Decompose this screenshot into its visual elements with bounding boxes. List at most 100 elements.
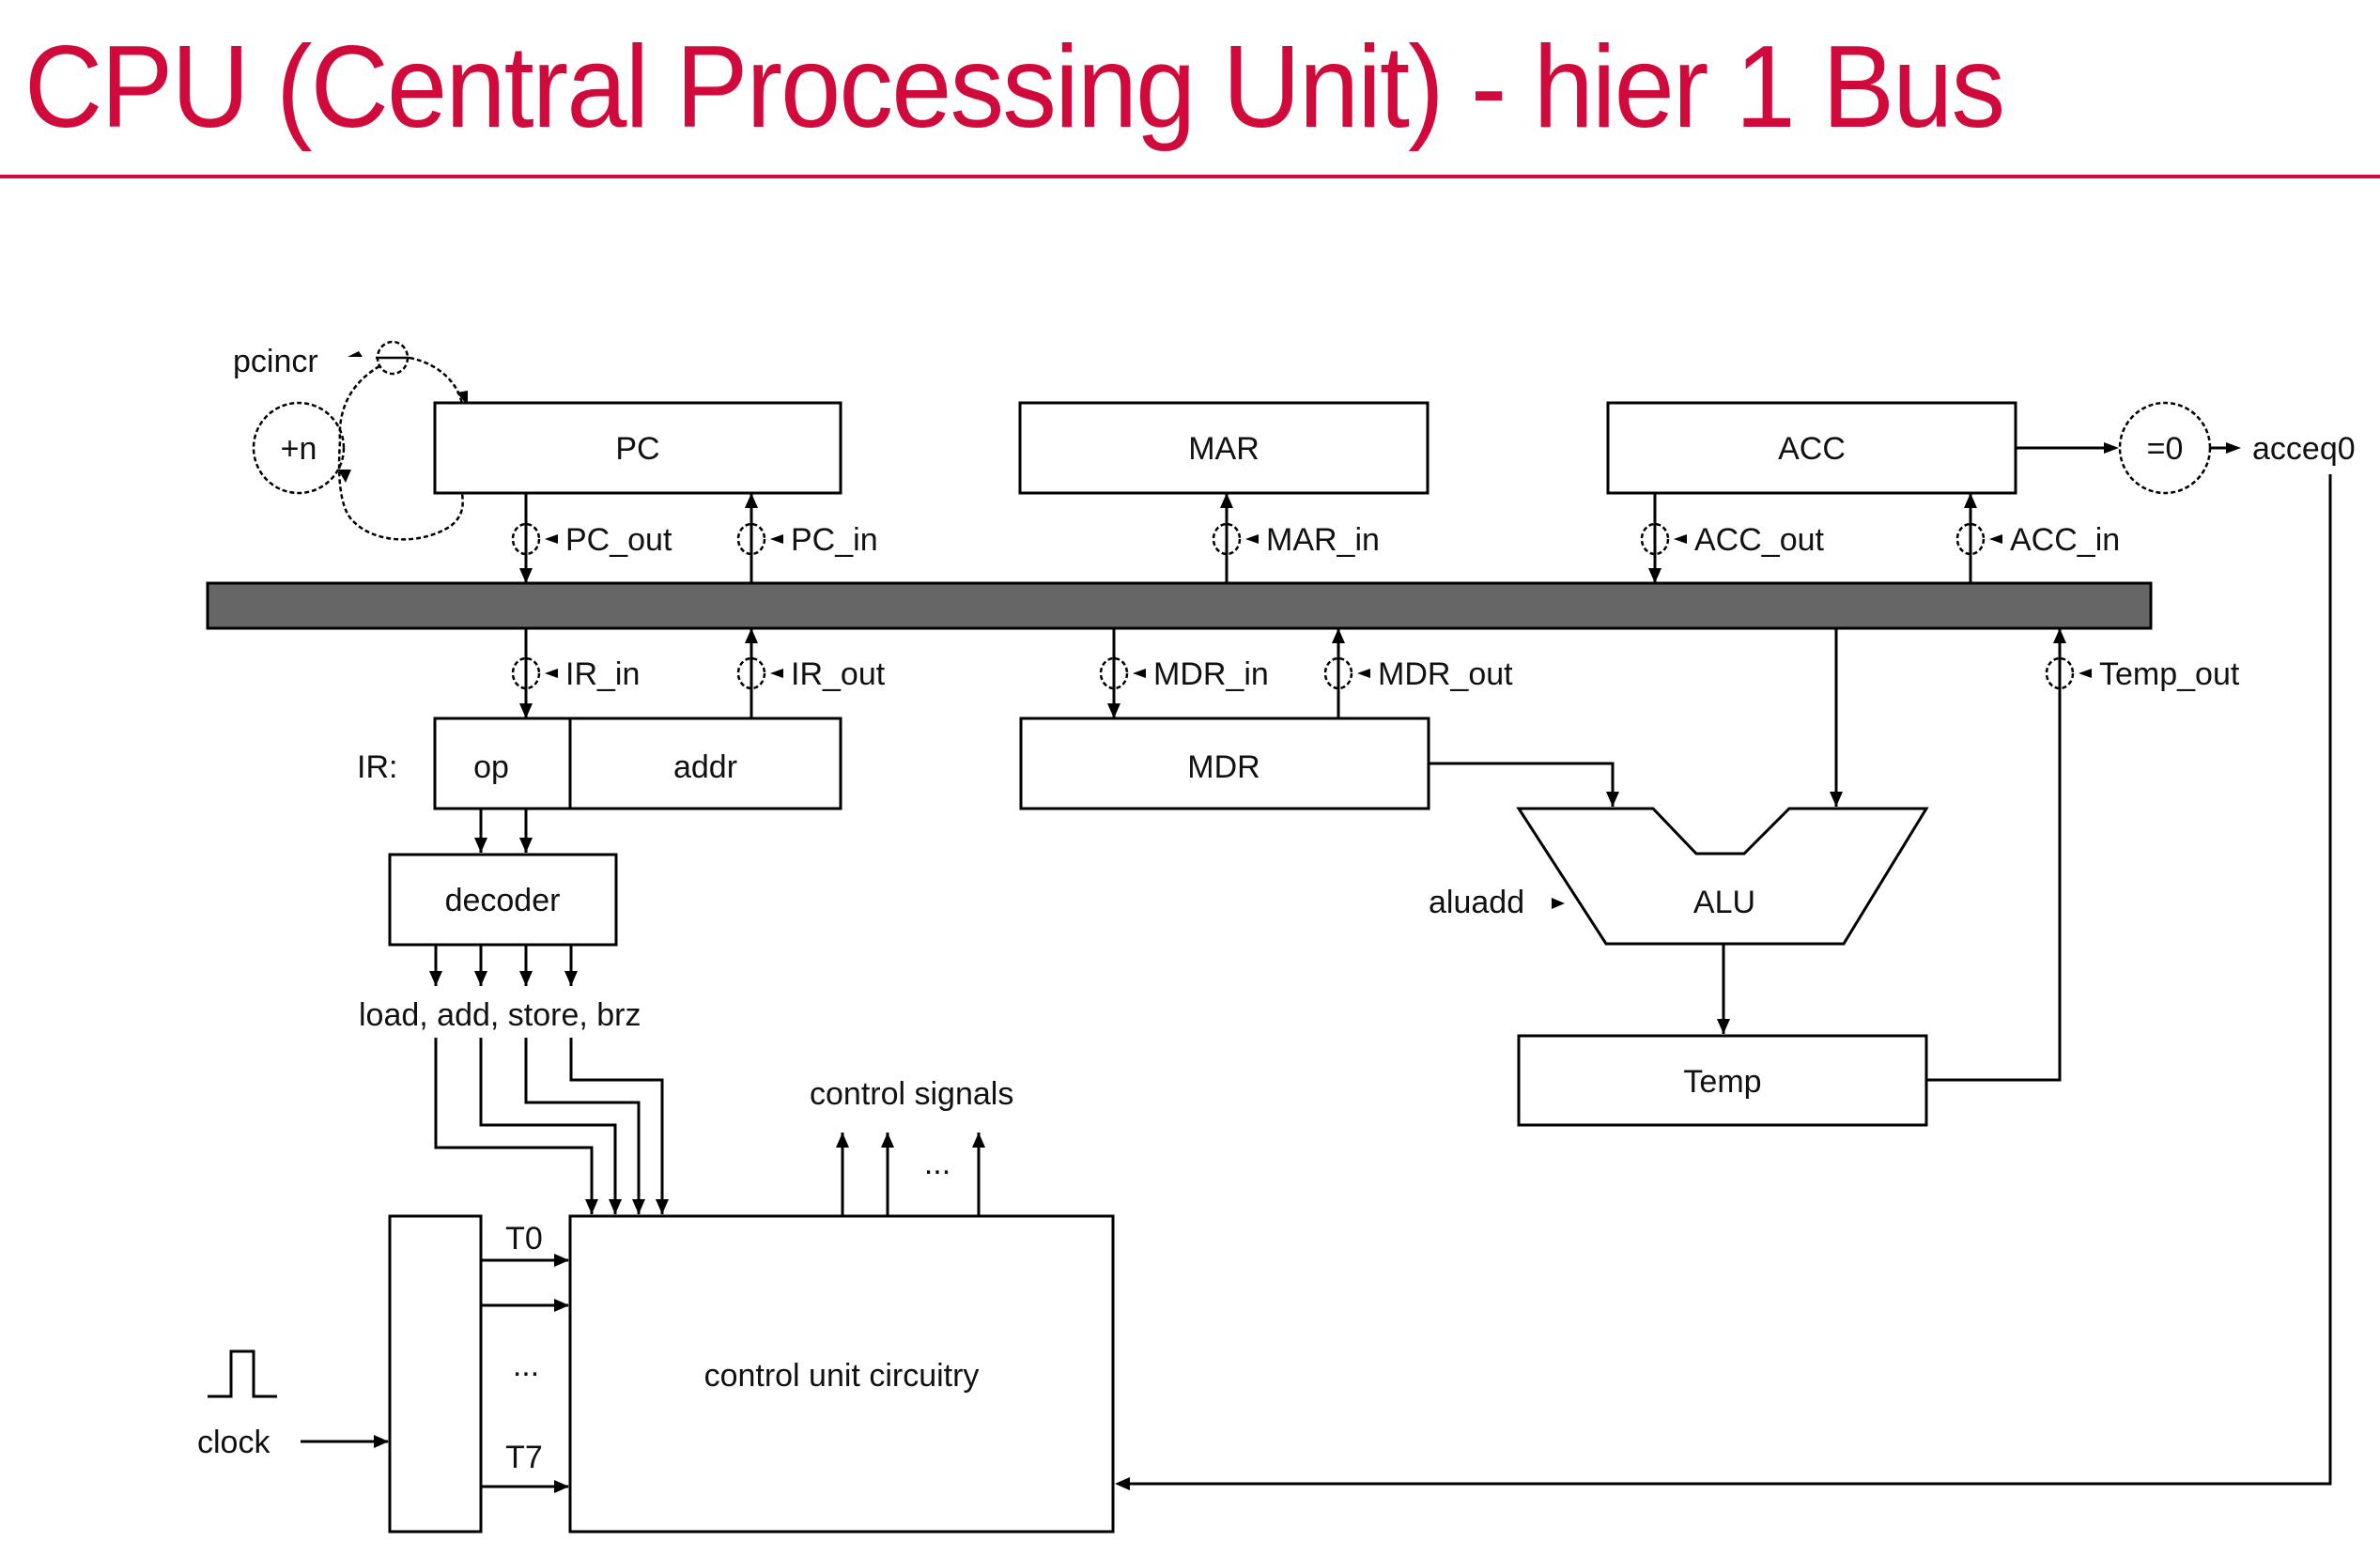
gate-label-mdr-in: MDR_in <box>1153 656 1269 692</box>
arrow-up-icon <box>1964 493 1977 508</box>
control-signals-ellipsis: ... <box>924 1146 950 1181</box>
control-unit-label: control unit circuitry <box>704 1358 980 1394</box>
gate-temp-out: Temp_out <box>2045 628 2240 718</box>
decoder-label: decoder <box>445 883 561 918</box>
slide-title: CPU (Central Processing Unit) - hier 1 B… <box>24 23 2005 152</box>
control-unit: control unit circuitry <box>568 1214 1115 1534</box>
t0-label: T0 <box>505 1221 543 1256</box>
bus-to-alu-wire <box>1830 628 1843 807</box>
alu-unit: ALU aluadd <box>1429 807 1929 946</box>
gate-label-pc-out: PC_out <box>565 522 672 558</box>
ir-op-field: op <box>473 749 509 785</box>
gate-switch-icon <box>1955 522 1986 556</box>
acceq0-label: acceq0 <box>2252 431 2356 467</box>
gate-acc-out: ACC_out <box>1640 493 1825 583</box>
acceq0-feedback-wire <box>1122 474 2332 1486</box>
control-arrow-icon <box>545 669 558 678</box>
gate-switch-icon <box>1323 656 1353 690</box>
control-arrow-icon <box>1357 669 1370 678</box>
gate-mdr-out: MDR_out <box>1323 628 1513 718</box>
title-underline <box>0 175 2380 178</box>
pc-increment-loop: pcincr +n <box>233 340 468 541</box>
pcincr-label: pcincr <box>233 344 318 379</box>
register-pc: PC <box>433 401 842 495</box>
control-arrow-icon <box>545 534 558 544</box>
control-signal-arrows <box>836 1133 985 1216</box>
gate-switch-icon <box>2045 656 2075 690</box>
register-mdr-label: MDR <box>1187 749 1260 785</box>
arrow-down-icon <box>519 703 533 718</box>
decoder-output-arrows <box>429 945 578 986</box>
arrow-up-icon <box>745 493 758 508</box>
temp-to-bus-wire <box>1926 630 2062 1082</box>
alu-label: ALU <box>1693 885 1755 920</box>
t7-label: T7 <box>505 1440 543 1475</box>
zero-test-label: =0 <box>2147 431 2184 467</box>
gate-ir-out: IR_out <box>736 628 886 718</box>
register-temp-label: Temp <box>1683 1064 1761 1100</box>
op-to-decoder-wires <box>474 809 533 853</box>
arrow-up-icon <box>745 628 758 643</box>
opcode-signal-wires <box>434 1038 669 1214</box>
gate-label-pc-in: PC_in <box>791 522 878 558</box>
gate-switch-icon <box>736 656 766 690</box>
gate-label-mdr-out: MDR_out <box>1378 656 1513 692</box>
control-arrow-icon <box>770 534 783 544</box>
gate-mdr-in: MDR_in <box>1099 628 1269 718</box>
clock-pulse-icon <box>208 1349 277 1398</box>
register-ir: IR: op addr <box>357 717 842 810</box>
gate-pc-out: PC_out <box>511 493 672 583</box>
aluadd-arrow-icon <box>1552 898 1565 909</box>
arrow-down-icon <box>1107 703 1120 718</box>
register-mar-label: MAR <box>1188 431 1260 467</box>
clock-input: clock <box>197 1349 389 1460</box>
gate-switch-icon <box>1212 522 1242 556</box>
timing-counter: T0 ... T7 <box>388 1214 569 1534</box>
gate-switch-icon <box>511 656 541 690</box>
gate-switch-icon <box>1099 656 1129 690</box>
register-acc: ACC <box>1606 401 2017 495</box>
control-arrow-icon <box>1674 534 1687 544</box>
gate-switch-icon <box>1640 522 1670 556</box>
register-mar: MAR <box>1018 401 1430 495</box>
t-ellipsis: ... <box>513 1348 539 1383</box>
pcincr-arrow-icon <box>348 351 363 357</box>
gate-acc-in: ACC_in <box>1955 493 2120 583</box>
gate-label-acc-in: ACC_in <box>2010 522 2120 558</box>
register-pc-label: PC <box>615 431 659 467</box>
control-arrow-icon <box>1133 669 1146 678</box>
ir-addr-field: addr <box>673 749 737 785</box>
arrow-down-icon <box>1648 568 1661 583</box>
gate-switch-icon <box>511 522 541 556</box>
gate-label-ir-in: IR_in <box>565 656 640 692</box>
control-arrow-icon <box>1245 534 1259 544</box>
register-temp: Temp <box>1517 630 2062 1127</box>
increment-unit-circle <box>252 401 346 495</box>
gate-ir-in: IR_in <box>511 628 640 718</box>
decoder-outputs-label: load, add, store, brz <box>359 997 641 1033</box>
gate-mar-in: MAR_in <box>1212 493 1380 583</box>
control-arrow-icon <box>1989 534 2002 544</box>
mdr-to-alu-wire <box>1429 762 1619 807</box>
arrow-down-icon <box>519 568 533 583</box>
alu-to-temp-wire <box>1717 944 1730 1034</box>
gate-switch-icon <box>736 522 766 556</box>
control-signals-label: control signals <box>810 1076 1013 1112</box>
control-arrow-icon <box>2079 669 2092 678</box>
increment-unit-label: +n <box>281 431 317 467</box>
control-arrow-icon <box>770 669 783 678</box>
gate-pc-in: PC_in <box>736 493 878 583</box>
register-ir-label: IR: <box>357 749 397 785</box>
zero-test: =0 acceq0 <box>1115 401 2356 1490</box>
aluadd-label: aluadd <box>1429 885 1524 920</box>
system-bus <box>206 581 2153 630</box>
gate-label-temp-out: Temp_out <box>2099 656 2240 692</box>
register-mdr: MDR <box>1019 717 1430 810</box>
gate-label-ir-out: IR_out <box>791 656 886 692</box>
register-acc-label: ACC <box>1778 431 1846 467</box>
gate-label-acc-out: ACC_out <box>1694 522 1825 558</box>
gate-label-mar-in: MAR_in <box>1266 522 1380 558</box>
decoder-unit: decoder <box>388 853 618 947</box>
clock-label: clock <box>197 1425 270 1460</box>
